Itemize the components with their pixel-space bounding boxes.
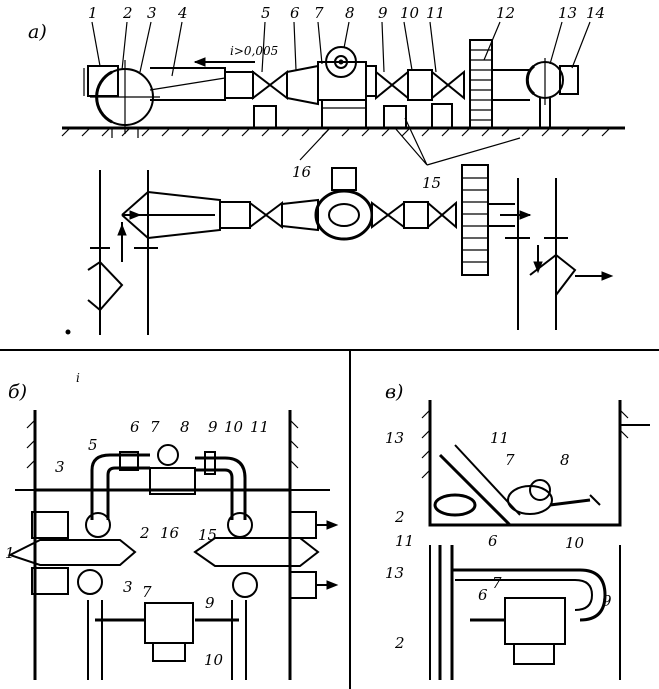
labels-section-a: 1 2 3 4 5 6 7 8 9 10 11 12 13 14 15 16 xyxy=(88,4,605,192)
pressure-valve-right xyxy=(446,69,465,101)
svg-text:9: 9 xyxy=(378,4,388,22)
riser-right xyxy=(195,456,247,520)
suction-collector-stub xyxy=(87,65,119,97)
motor-plan xyxy=(331,167,357,191)
svg-text:9: 9 xyxy=(208,418,218,436)
section-v: в) 13 11 7 8 2 6 11 13 10 xyxy=(385,381,650,680)
svg-text:2: 2 xyxy=(394,634,405,652)
svg-text:5: 5 xyxy=(261,4,271,22)
section-a-plan xyxy=(65,164,614,335)
section-label-b: б) xyxy=(8,381,27,403)
suction-collector-b xyxy=(7,539,137,566)
svg-text:7: 7 xyxy=(492,574,502,592)
pressure-pipe xyxy=(492,69,530,101)
pump-volute xyxy=(325,46,357,78)
svg-text:7: 7 xyxy=(142,583,152,601)
svg-text:6: 6 xyxy=(290,4,300,22)
pressure-loop-v xyxy=(452,568,607,622)
check-valve-right xyxy=(390,69,409,101)
floor-hatching xyxy=(61,127,611,137)
pump-foundation xyxy=(321,99,367,129)
pump-b xyxy=(149,467,196,495)
slope-note: i>0,005 xyxy=(230,44,278,58)
svg-text:7: 7 xyxy=(505,451,515,469)
svg-text:11: 11 xyxy=(395,532,414,550)
svg-text:15: 15 xyxy=(198,526,217,544)
ladder-12 xyxy=(469,39,493,129)
suction-valve-right xyxy=(268,69,288,101)
pit-outline xyxy=(428,400,622,527)
svg-text:9: 9 xyxy=(602,592,612,610)
pressure-valve-left xyxy=(431,69,450,101)
svg-text:6: 6 xyxy=(130,418,140,436)
pump-v-plan xyxy=(504,597,566,645)
svg-text:7: 7 xyxy=(314,4,324,22)
svg-text:16: 16 xyxy=(292,163,312,181)
pressure-pipe-segment xyxy=(407,69,433,101)
svg-text:10: 10 xyxy=(224,418,244,436)
ladder-plan xyxy=(461,164,489,276)
section-a-elevation: a) i>0,005 xyxy=(28,4,625,192)
svg-text:11: 11 xyxy=(426,4,445,22)
svg-text:4: 4 xyxy=(177,4,188,22)
svg-text:2: 2 xyxy=(394,508,405,526)
svg-text:11: 11 xyxy=(490,429,509,447)
stray-mark: i xyxy=(76,371,80,385)
section-label-v: в) xyxy=(385,381,403,403)
labels-section-v: 13 11 7 8 2 6 11 13 10 6 7 9 2 xyxy=(385,429,612,652)
svg-text:16: 16 xyxy=(160,524,180,542)
pump-plan xyxy=(314,189,374,241)
svg-text:13: 13 xyxy=(385,429,404,447)
pump-b-plan xyxy=(144,602,194,644)
svg-text:2: 2 xyxy=(139,524,150,542)
svg-text:1: 1 xyxy=(88,4,98,22)
svg-text:10: 10 xyxy=(565,534,585,552)
svg-text:11: 11 xyxy=(250,418,269,436)
svg-text:1: 1 xyxy=(5,544,15,562)
leader-15 xyxy=(394,117,521,166)
svg-text:14: 14 xyxy=(586,4,605,22)
valve-support xyxy=(253,105,277,129)
svg-text:6: 6 xyxy=(488,532,498,550)
section-label-a: a) xyxy=(28,21,47,43)
check-valve-left xyxy=(375,69,394,101)
svg-text:7: 7 xyxy=(150,418,160,436)
svg-text:15: 15 xyxy=(422,174,441,192)
svg-text:8: 8 xyxy=(560,451,570,469)
svg-text:10: 10 xyxy=(204,651,224,669)
svg-text:5: 5 xyxy=(88,436,98,454)
suction-valve-left xyxy=(252,69,272,101)
svg-text:10: 10 xyxy=(400,4,420,22)
suction-transition xyxy=(224,71,254,99)
svg-text:12: 12 xyxy=(496,4,515,22)
svg-text:3: 3 xyxy=(147,4,157,22)
svg-text:3: 3 xyxy=(123,578,133,596)
svg-text:3: 3 xyxy=(55,458,65,476)
pump-inlet-reducer xyxy=(286,64,319,106)
svg-text:8: 8 xyxy=(345,4,355,22)
svg-text:13: 13 xyxy=(385,564,404,582)
labels-section-b: 3 5 6 7 8 9 10 11 16 15 1 2 3 7 9 10 xyxy=(5,418,269,669)
riser-left xyxy=(90,453,150,520)
svg-text:13: 13 xyxy=(558,4,577,22)
svg-text:9: 9 xyxy=(205,594,215,612)
svg-text:8: 8 xyxy=(180,418,190,436)
suction-inlet-plan xyxy=(87,260,124,312)
svg-text:6: 6 xyxy=(478,586,488,604)
svg-text:2: 2 xyxy=(122,4,133,22)
section-b: б) i xyxy=(5,371,339,680)
